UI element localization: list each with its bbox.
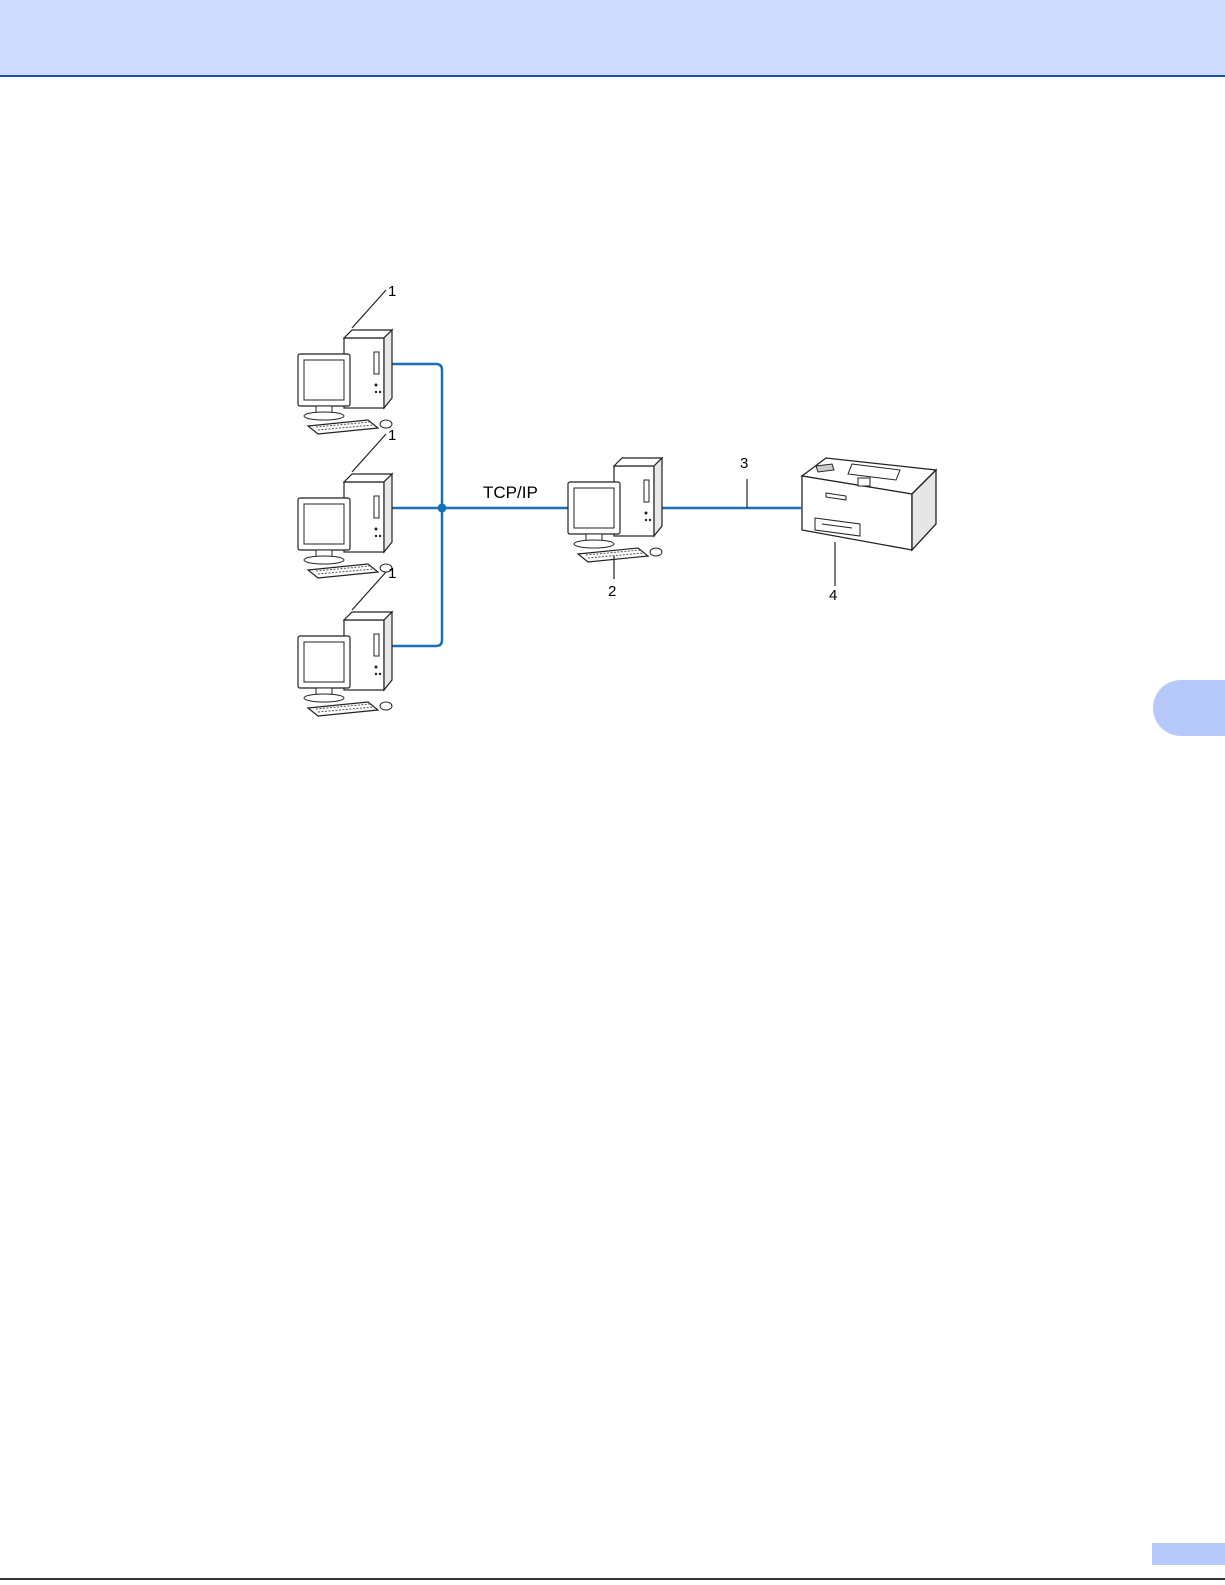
callout-client-3: 1 [388,565,396,582]
client-computer-3 [298,612,392,716]
client-computer-2 [298,474,392,578]
callout-client-2: 1 [388,427,396,444]
callout-printer: 4 [829,587,837,604]
protocol-label: TCP/IP [483,483,538,502]
hub-node [438,504,447,513]
server-computer [568,458,662,562]
callout-client-1: 1 [388,283,396,300]
footer-rule [0,1578,1225,1580]
network-diagram: TCP/IP 1 1 1 2 3 4 [0,0,1225,760]
page-number-tab [1152,1543,1225,1565]
callout-cable: 3 [740,455,748,472]
client-computer-1 [298,330,392,434]
callout-server: 2 [608,583,616,600]
printer-icon [802,458,936,550]
chapter-tab [1153,680,1225,736]
